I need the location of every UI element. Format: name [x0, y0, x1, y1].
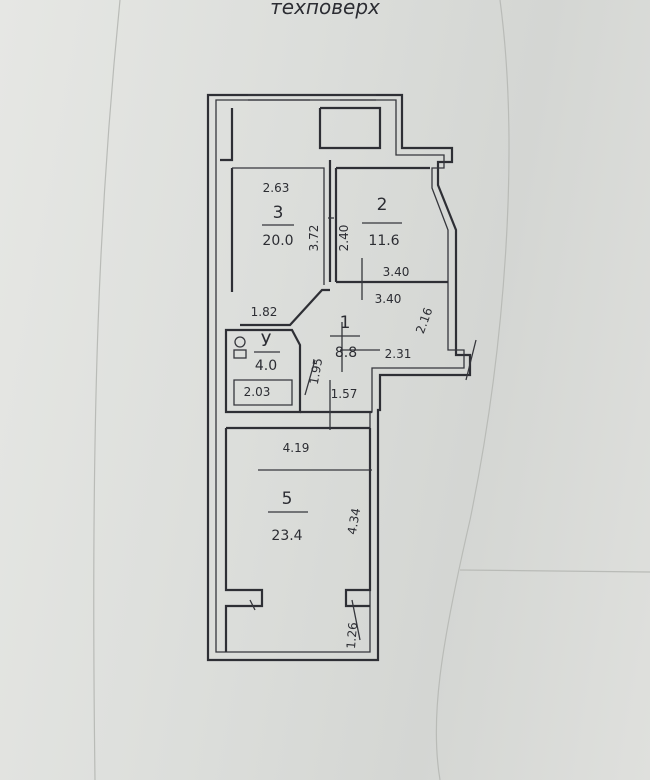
room-3: 3 20.0	[262, 203, 294, 249]
dim-corridor-left: 1.95	[307, 357, 325, 386]
dim-room1-right: 2.31	[385, 347, 412, 361]
room-number: У	[261, 331, 272, 351]
room-number: 5	[282, 489, 293, 509]
dim-room5-corner: 1.26	[344, 622, 360, 650]
header-text: техповерх	[270, 0, 380, 19]
room-area: 11.6	[368, 233, 399, 249]
dim-room1-top: 3.40	[375, 292, 402, 306]
room-number: 1	[340, 313, 351, 333]
paper-fold	[459, 569, 650, 573]
room-2: 2 11.6	[362, 195, 402, 249]
sink-icon	[234, 336, 246, 348]
room-area: 4.0	[255, 358, 277, 374]
dim-room3-length: 3.72	[307, 225, 321, 252]
dim-bath-tub: 2.03	[244, 385, 271, 399]
room-4-bathroom: У 4.0	[233, 331, 280, 374]
dim-corridor-bottom: 1.57	[331, 387, 358, 401]
toilet-icon	[233, 349, 247, 359]
dim-room5-width: 4.19	[283, 441, 310, 455]
room-5: 5 23.4	[268, 489, 308, 544]
dim-room5-length: 4.34	[345, 507, 363, 536]
room-number: 3	[273, 203, 284, 223]
room-number: 2	[377, 195, 388, 215]
room-area: 20.0	[262, 233, 293, 249]
paper-fold	[93, 0, 121, 780]
dim-hall-top: 1.82	[251, 305, 278, 319]
outer-walls	[206, 93, 472, 662]
dim-room2-bottom: 3.40	[383, 265, 410, 279]
paper-fold	[435, 0, 510, 780]
dim-room3-width: 2.63	[263, 181, 290, 195]
dimension-lines	[258, 217, 477, 471]
dim-room2-left: 2.40	[337, 225, 351, 252]
room-area: 23.4	[271, 528, 302, 544]
interior-walls	[220, 106, 448, 652]
dimension-labels: 2.63 3.72 2.40 3.40 3.40 2.16 2.31 1.82 …	[244, 181, 436, 650]
dim-room1-diagonal: 2.16	[413, 306, 435, 336]
room-1: 1 8.8	[330, 313, 360, 361]
room-area: 8.8	[335, 345, 357, 361]
